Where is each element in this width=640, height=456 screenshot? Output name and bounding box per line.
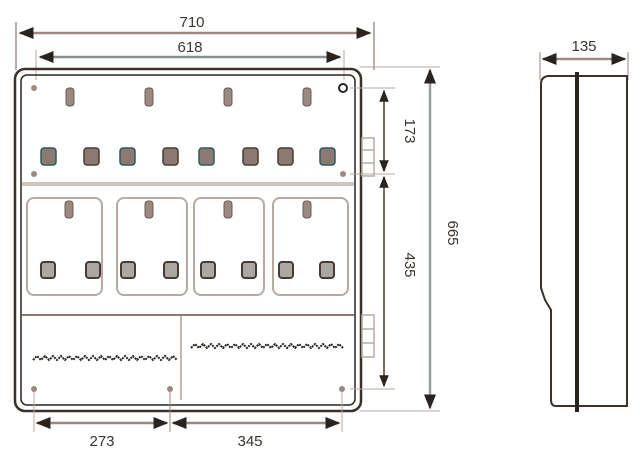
top-viewing-windows: [40, 147, 336, 166]
label-bottom-left: 273: [89, 433, 114, 450]
label-upper-height: 173: [401, 118, 418, 143]
label-inner-width: 618: [177, 39, 202, 56]
terminal-strip-right: [190, 342, 344, 350]
compartment-slots: [64, 200, 312, 219]
label-overall-width: 710: [179, 14, 204, 31]
front-view: 710 618 173 435 665 273 345: [13, 14, 461, 450]
enclosure-outer: [13, 67, 363, 413]
side-view: 135: [539, 38, 629, 412]
meter-compartments: [26, 197, 349, 296]
label-bottom-right: 345: [237, 433, 262, 450]
enclosure-inner: [20, 74, 356, 406]
label-middle-height: 435: [401, 252, 418, 277]
terminal-strip-left: [32, 354, 178, 362]
side-profile: [540, 75, 628, 407]
label-depth: 135: [571, 38, 596, 55]
top-slots: [65, 87, 312, 107]
compartment-windows: [40, 261, 335, 279]
hinges: [361, 137, 375, 358]
label-overall-height: 665: [444, 220, 461, 245]
screw-icons: [31, 83, 348, 392]
